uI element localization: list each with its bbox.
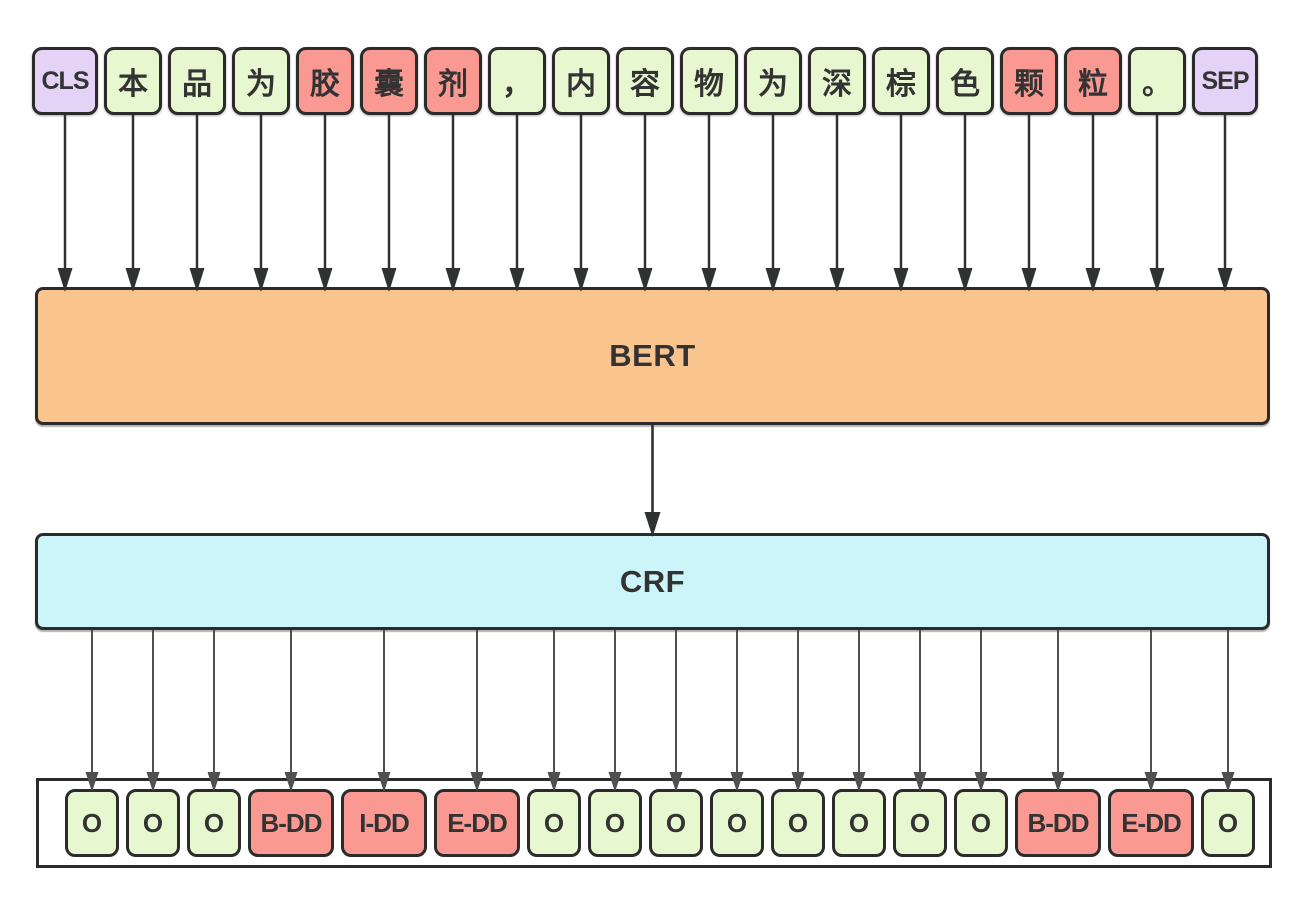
token-box: 颗 <box>1000 47 1058 115</box>
label-box: O <box>710 789 764 857</box>
label-box: O <box>187 789 241 857</box>
label-box: O <box>832 789 886 857</box>
bert-box: BERT <box>35 287 1270 425</box>
token-box: 深 <box>808 47 866 115</box>
crf-box: CRF <box>35 533 1270 630</box>
token-box: 剂 <box>424 47 482 115</box>
token-box: 本 <box>104 47 162 115</box>
token-box: 内 <box>552 47 610 115</box>
label-box: O <box>893 789 947 857</box>
label-box: O <box>65 789 119 857</box>
token-box: 品 <box>168 47 226 115</box>
token-box: 色 <box>936 47 994 115</box>
bert-label: BERT <box>609 338 696 373</box>
label-box: I-DD <box>341 789 427 857</box>
label-box: O <box>588 789 642 857</box>
label-box: E-DD <box>1108 789 1194 857</box>
token-box: SEP <box>1192 47 1258 115</box>
token-box: 粒 <box>1064 47 1122 115</box>
token-box: CLS <box>32 47 98 115</box>
token-box: 胶 <box>296 47 354 115</box>
label-box: O <box>126 789 180 857</box>
token-box: 棕 <box>872 47 930 115</box>
crf-label: CRF <box>619 563 686 599</box>
label-box: O <box>649 789 703 857</box>
token-box: 为 <box>744 47 802 115</box>
token-box: 。 <box>1128 47 1186 115</box>
token-box: 物 <box>680 47 738 115</box>
label-box: B-DD <box>1015 789 1101 857</box>
label-box: B-DD <box>248 789 334 857</box>
label-box: O <box>1201 789 1255 857</box>
token-box: 容 <box>616 47 674 115</box>
label-box: O <box>954 789 1008 857</box>
token-box: ， <box>488 47 546 115</box>
label-box: O <box>771 789 825 857</box>
token-box: 为 <box>232 47 290 115</box>
token-box: 囊 <box>360 47 418 115</box>
label-box: O <box>527 789 581 857</box>
label-box: E-DD <box>434 789 520 857</box>
